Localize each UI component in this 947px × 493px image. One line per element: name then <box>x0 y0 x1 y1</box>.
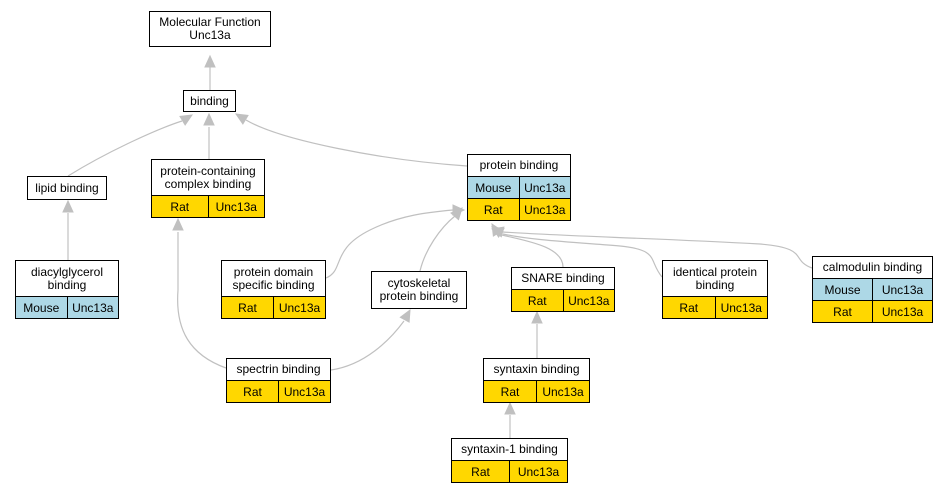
gene-cell: Unc13a <box>872 279 932 300</box>
edge-calmodulin-to-protein-binding <box>502 231 813 269</box>
arrowhead <box>531 310 543 324</box>
node-title: cytoskeletal protein binding <box>379 276 459 303</box>
node-calmodulin-binding[interactable]: calmodulin binding Mouse Unc13a Rat Unc1… <box>812 256 933 323</box>
node-snare-binding[interactable]: SNARE binding Rat Unc13a <box>511 267 615 312</box>
node-syntaxin-binding[interactable]: syntaxin binding Rat Unc13a <box>483 358 590 403</box>
gene-cell: Unc13a <box>278 381 330 402</box>
annotation-row: Rat Unc13a <box>222 296 325 318</box>
edge-identical-to-protein-binding <box>502 233 663 278</box>
gene-cell: Unc13a <box>536 381 589 402</box>
species-cell: Rat <box>152 196 208 217</box>
arrowhead <box>62 199 74 213</box>
annotation-row: Rat Unc13a <box>152 195 264 217</box>
species-cell: Rat <box>468 199 519 220</box>
node-lipid-binding[interactable]: lipid binding <box>27 176 107 200</box>
edge-cytoskeletal-to-protein-binding <box>419 215 456 272</box>
edge-lipid-to-binding <box>67 120 183 177</box>
node-cytoskeletal-protein-binding[interactable]: cytoskeletal protein binding <box>371 271 467 309</box>
annotation-row: Mouse Unc13a <box>468 176 570 198</box>
node-title: protein domain specific binding <box>232 264 315 292</box>
annotation-row: Rat Unc13a <box>512 289 614 311</box>
arrowhead <box>179 114 194 126</box>
arrowhead <box>203 112 215 126</box>
node-protein-binding[interactable]: protein binding Mouse Unc13a Rat Unc13a <box>467 154 571 221</box>
node-molecular-function[interactable]: Molecular Function Unc13a <box>149 11 271 47</box>
species-cell: Rat <box>512 290 563 311</box>
node-title: protein binding <box>479 158 559 172</box>
node-title: spectrin binding <box>236 362 321 376</box>
annotation-row: Rat Unc13a <box>484 380 589 402</box>
annotation-row: Mouse Unc13a <box>16 296 118 318</box>
species-cell: Mouse <box>16 297 67 318</box>
node-binding[interactable]: binding <box>183 90 236 112</box>
arrowhead <box>234 113 249 125</box>
annotation-row: Rat Unc13a <box>468 198 570 220</box>
species-cell: Mouse <box>813 279 872 300</box>
species-cell: Mouse <box>468 177 519 198</box>
node-title: lipid binding <box>35 180 99 195</box>
gene-cell: Unc13a <box>562 290 614 311</box>
node-protein-containing-complex-binding[interactable]: protein-containing complex binding Rat U… <box>151 159 265 218</box>
annotation-row: Mouse Unc13a <box>813 278 932 300</box>
arrowhead <box>204 54 216 68</box>
gene-cell: Unc13a <box>509 461 567 482</box>
species-cell: Rat <box>452 461 509 482</box>
arrowhead <box>450 207 463 221</box>
node-spectrin-binding[interactable]: spectrin binding Rat Unc13a <box>226 358 331 403</box>
node-protein-domain-specific-binding[interactable]: protein domain specific binding Rat Unc1… <box>221 260 326 319</box>
species-cell: Rat <box>484 381 536 402</box>
node-title: diacylglycerol binding <box>30 264 104 292</box>
gene-cell: Unc13a <box>714 297 767 318</box>
annotation-row: Rat Unc13a <box>663 296 767 318</box>
arrowhead <box>504 401 516 415</box>
annotation-row: Rat Unc13a <box>227 380 330 402</box>
node-title: syntaxin binding <box>493 362 580 376</box>
node-syntaxin-1-binding[interactable]: syntaxin-1 binding Rat Unc13a <box>451 438 568 483</box>
edge-snare-to-protein-binding <box>497 233 564 268</box>
node-title: protein-containing complex binding <box>160 163 256 191</box>
gene-cell: Unc13a <box>518 199 570 220</box>
arrowhead <box>490 226 505 238</box>
node-identical-protein-binding[interactable]: identical protein binding Rat Unc13a <box>662 260 768 319</box>
node-title: syntaxin-1 binding <box>461 442 558 456</box>
arrowhead <box>172 217 184 231</box>
node-title: binding <box>190 93 229 108</box>
node-title: calmodulin binding <box>822 260 923 274</box>
species-cell: Rat <box>227 381 278 402</box>
species-cell: Rat <box>813 301 872 322</box>
edge-spectrin-to-complex <box>177 232 227 369</box>
edge-protein-binding-to-binding <box>245 119 468 167</box>
species-cell: Rat <box>222 297 273 318</box>
gene-cell: Unc13a <box>872 301 932 322</box>
node-title: SNARE binding <box>521 271 605 285</box>
edge-spectrin-to-cytoskeletal <box>330 320 405 371</box>
gene-cell: Unc13a <box>518 177 570 198</box>
node-title: Molecular Function Unc13a <box>159 15 261 42</box>
gene-cell: Unc13a <box>273 297 325 318</box>
arrowhead <box>399 308 411 323</box>
annotation-row: Rat Unc13a <box>813 300 932 322</box>
node-diacylglycerol-binding[interactable]: diacylglycerol binding Mouse Unc13a <box>15 260 119 319</box>
gene-cell: Unc13a <box>207 196 264 217</box>
edge-domain-to-protein-binding <box>325 209 454 279</box>
annotation-row: Rat Unc13a <box>452 460 567 482</box>
node-title: identical protein binding <box>672 264 758 292</box>
gene-cell: Unc13a <box>66 297 118 318</box>
species-cell: Rat <box>663 297 715 318</box>
